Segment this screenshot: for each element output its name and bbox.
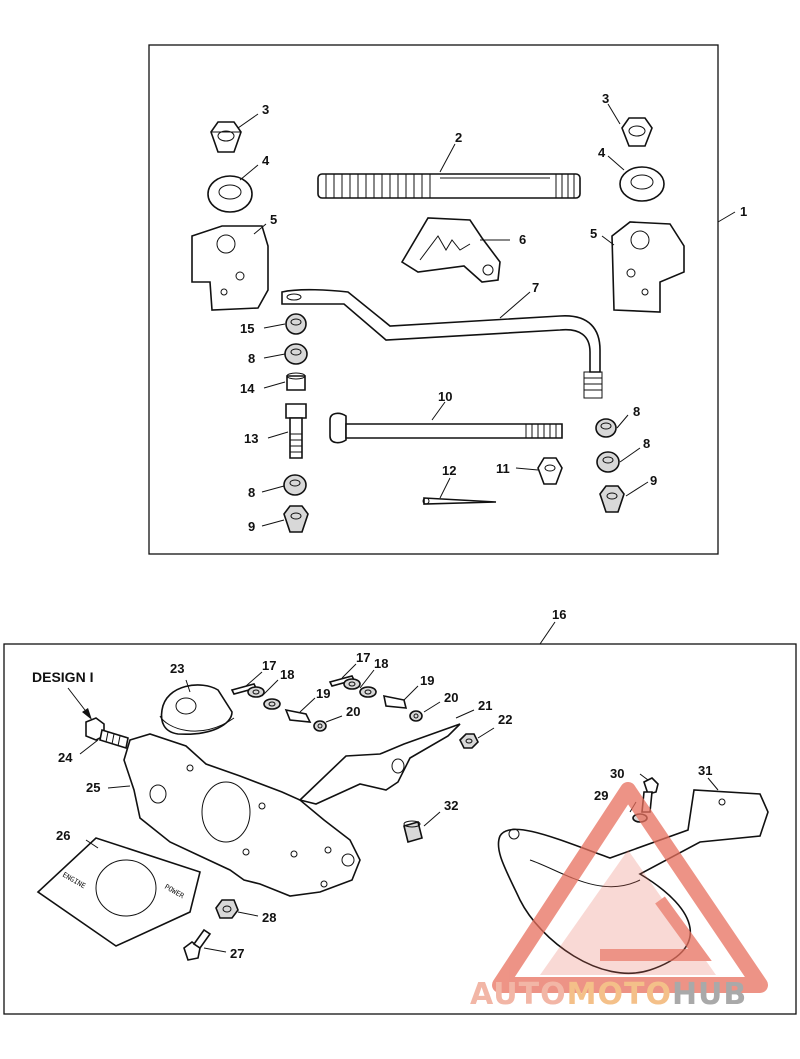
callout-10: 10 xyxy=(438,389,452,404)
part-6-plate xyxy=(400,217,501,283)
callout-21: 21 xyxy=(478,698,492,713)
part-18-washer-a2 xyxy=(263,698,281,710)
callout-18-a: 18 xyxy=(280,667,294,682)
callout-32: 32 xyxy=(444,798,458,813)
callout-13: 13 xyxy=(244,431,258,446)
part-5-bracket-right xyxy=(611,221,685,313)
part-27-bolt xyxy=(183,928,212,961)
callout-8-b: 8 xyxy=(248,485,255,500)
watermark-text: AUTOMOTOHUB xyxy=(470,977,747,1012)
watermark-auto: AUTO xyxy=(470,977,567,1012)
part-14-bushing xyxy=(286,372,306,391)
part-11-nut xyxy=(537,457,563,485)
part-5-bracket-left xyxy=(191,225,269,311)
part-9-locknut-left xyxy=(283,505,309,533)
part-26-gasket: ENGINE POWER xyxy=(36,837,201,947)
callout-29: 29 xyxy=(594,788,608,803)
callout-15: 15 xyxy=(240,321,254,336)
callout-25: 25 xyxy=(86,780,100,795)
callout-14: 14 xyxy=(240,381,255,396)
callout-17-a: 17 xyxy=(262,658,276,673)
callout-19-b: 19 xyxy=(420,673,434,688)
callout-8-a: 8 xyxy=(248,351,255,366)
part-18-washer-a1 xyxy=(247,686,265,698)
part-21-arm xyxy=(298,723,461,805)
callout-6: 6 xyxy=(519,232,526,247)
callout-3-right: 3 xyxy=(602,91,609,106)
callout-31: 31 xyxy=(698,763,712,778)
callout-5-left: 5 xyxy=(270,212,277,227)
part-4-washer-left xyxy=(207,175,253,213)
callout-9-right: 9 xyxy=(650,473,657,488)
design-arrow xyxy=(82,708,92,720)
part-22-nut xyxy=(459,733,479,749)
part-15-spacer xyxy=(285,313,307,335)
part-28-nut xyxy=(215,899,239,919)
callout-3-left: 3 xyxy=(262,102,269,117)
callout-1: 1 xyxy=(740,204,747,219)
part-7-bent-rod xyxy=(281,288,603,399)
watermark-logo xyxy=(492,782,768,993)
callout-12: 12 xyxy=(442,463,456,478)
part-20-nut-a xyxy=(313,720,327,732)
callout-23: 23 xyxy=(170,661,184,676)
watermark-hub: HUB xyxy=(672,977,747,1012)
callout-26: 26 xyxy=(56,828,70,843)
callout-18-b: 18 xyxy=(374,656,388,671)
callout-11: 11 xyxy=(496,461,510,476)
part-8-washer-c xyxy=(595,418,617,438)
callout-28: 28 xyxy=(262,910,276,925)
part-3-nut-right xyxy=(621,117,653,147)
callout-27: 27 xyxy=(230,946,244,961)
design-label: DESIGN I xyxy=(32,669,93,685)
upper-frame xyxy=(148,44,719,555)
part-8-washer-d xyxy=(596,451,620,473)
part-32-plug xyxy=(403,820,423,843)
part-18-washer-b2 xyxy=(359,686,377,698)
part-4-washer-right xyxy=(619,166,665,202)
part-19-bolt-a xyxy=(284,708,312,723)
callout-17-b: 17 xyxy=(356,650,370,665)
part-8-washer-a xyxy=(284,343,308,365)
part-12-cotter-pin xyxy=(422,497,497,505)
part-3-nut-left xyxy=(210,121,242,153)
part-8-washer-b xyxy=(283,474,307,496)
part-18-washer-b1 xyxy=(343,678,361,690)
part-19-bolt-b xyxy=(382,694,408,709)
callout-24: 24 xyxy=(58,750,73,765)
callout-30: 30 xyxy=(610,766,624,781)
callout-8-d: 8 xyxy=(643,436,650,451)
part-24-bolt xyxy=(85,717,129,750)
watermark-moto: MOTO xyxy=(567,977,672,1012)
part-20-nut-b xyxy=(409,710,423,722)
callout-16: 16 xyxy=(552,607,566,622)
part-2-threaded-rod xyxy=(317,173,581,199)
lower-frame xyxy=(3,643,797,1015)
callout-20-b: 20 xyxy=(444,690,458,705)
part-25-mounting-plate xyxy=(123,733,361,897)
callout-19-a: 19 xyxy=(316,686,330,701)
callout-4-left: 4 xyxy=(262,153,270,168)
callout-8-c: 8 xyxy=(633,404,640,419)
callout-9-left: 9 xyxy=(248,519,255,534)
callout-20-a: 20 xyxy=(346,704,360,719)
part-9-locknut-right xyxy=(599,485,625,513)
part-10-carriage-bolt xyxy=(329,412,563,444)
callout-7: 7 xyxy=(532,280,539,295)
callout-2: 2 xyxy=(455,130,462,145)
part-13-bolt xyxy=(285,403,307,459)
part-23-cover xyxy=(159,684,235,735)
callout-22: 22 xyxy=(498,712,512,727)
callout-5-right: 5 xyxy=(590,226,597,241)
callout-4-right: 4 xyxy=(598,145,606,160)
